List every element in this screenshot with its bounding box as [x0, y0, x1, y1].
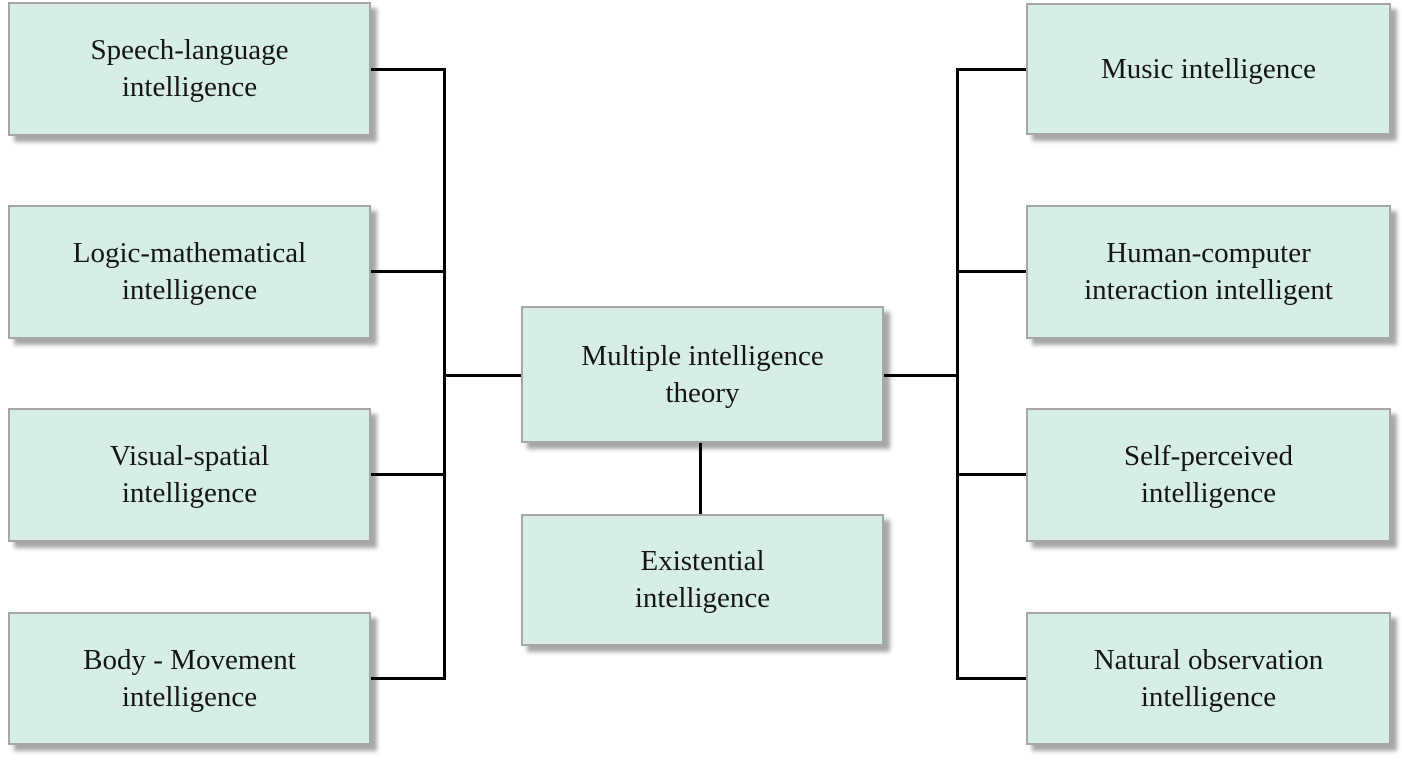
left-bus-line — [443, 68, 446, 680]
node-music-intelligence: Music intelligence — [1026, 3, 1391, 135]
node-label: Natural observation intelligence — [1093, 643, 1324, 713]
node-speech-language-intelligence: Speech-language intelligence — [8, 2, 371, 136]
node-label: Logic-mathematical intelligence — [72, 237, 307, 306]
connector-speech-language — [371, 68, 446, 71]
connector-body-movement — [371, 677, 446, 680]
node-label: Speech-language intelligence — [90, 34, 289, 103]
node-label: Self-perceived intelligence — [1123, 440, 1294, 509]
node-label: Body - Movement intelligence — [83, 643, 296, 713]
node-human-computer-interaction: Human-computer interaction intelligent — [1026, 205, 1391, 339]
connector-music — [959, 68, 1026, 71]
connector-visual-spatial — [371, 473, 446, 476]
right-bus-line — [956, 68, 959, 680]
connector-self-perceived — [959, 473, 1026, 476]
node-body-movement-intelligence: Body - Movement intelligence — [8, 612, 371, 745]
connector-human-computer — [959, 270, 1026, 273]
connector-natural-observation — [959, 677, 1026, 680]
node-label: Visual-spatial intelligence — [109, 440, 270, 509]
node-multiple-intelligence-theory: Multiple intelligence theory — [521, 306, 884, 443]
node-self-perceived-intelligence: Self-perceived intelligence — [1026, 408, 1391, 542]
node-existential-intelligence: Existential intelligence — [521, 514, 884, 646]
node-label: Human-computer interaction intelligent — [1084, 237, 1333, 306]
node-logic-mathematical-intelligence: Logic-mathematical intelligence — [8, 205, 371, 339]
node-label: Existential intelligence — [634, 545, 771, 614]
node-natural-observation-intelligence: Natural observation intelligence — [1026, 612, 1391, 745]
connector-left-bus-to-center — [446, 374, 521, 377]
connector-center-to-right-bus — [884, 374, 956, 377]
connector-logic-mathematical — [371, 270, 446, 273]
node-visual-spatial-intelligence: Visual-spatial intelligence — [8, 408, 371, 542]
connector-center-to-existential — [699, 443, 702, 514]
node-label: Music intelligence — [1100, 52, 1317, 85]
node-label: Multiple intelligence theory — [581, 339, 824, 409]
